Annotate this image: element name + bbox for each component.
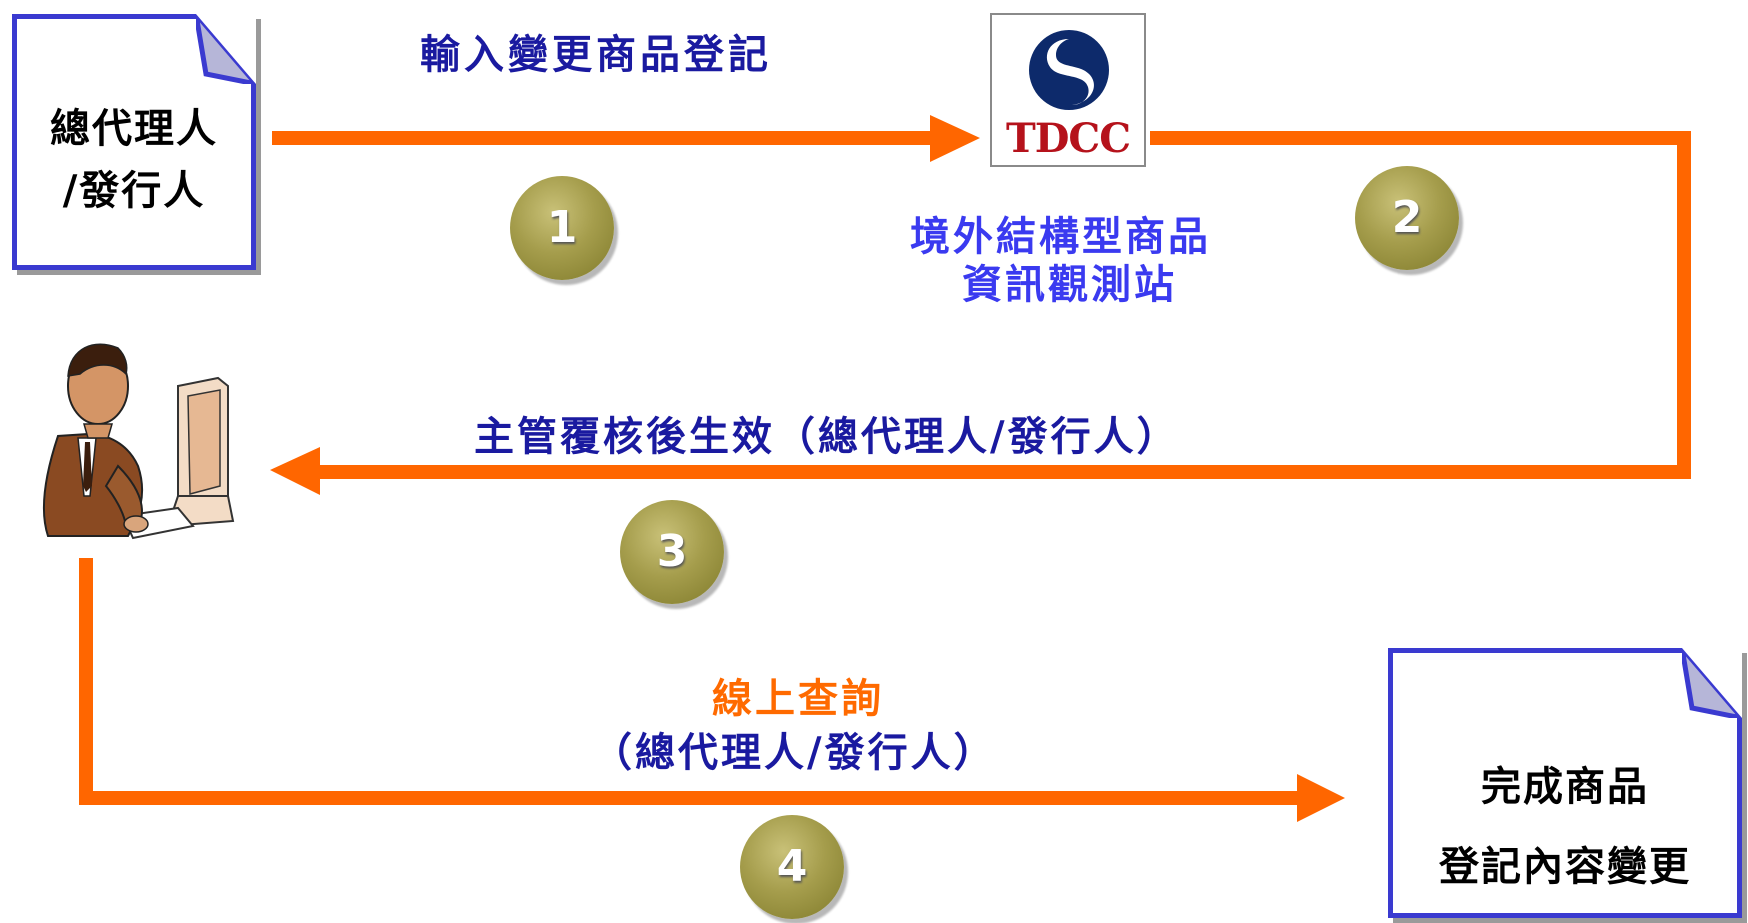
step-1-circle: 1: [510, 176, 614, 280]
arrow-4-shaft: [79, 791, 1309, 805]
page-fold-icon: [1682, 648, 1742, 718]
tdcc-logo-text: TDCC: [1005, 115, 1131, 162]
step-3-circle: 3: [620, 500, 724, 604]
arrow-3-shaft: [310, 465, 1691, 479]
step-2-circle: 2: [1355, 166, 1459, 270]
arrow-4-head: [1297, 774, 1345, 822]
source-box-line2: /發行人: [62, 167, 206, 214]
arrow-1-shaft: [272, 131, 942, 145]
result-box-line2: 登記內容變更: [1439, 843, 1691, 890]
arrow-4-left: [79, 558, 93, 805]
source-box-line1: 總代理人: [50, 105, 218, 152]
arrow-1-head: [930, 115, 980, 162]
arrow-3-head: [270, 447, 320, 495]
result-document-box: 完成商品 登記內容變更: [1388, 648, 1742, 918]
tdcc-swirl-icon: [1029, 30, 1109, 110]
result-box-line1: 完成商品: [1481, 763, 1649, 810]
label-query-who: （總代理人/發行人）: [592, 729, 997, 776]
person-at-computer-icon: [42, 343, 235, 540]
label-input-registration: 輸入變更商品登記: [420, 31, 772, 78]
tdcc-logo: TDCC: [990, 13, 1146, 167]
label-site-line1: 境外結構型商品: [910, 213, 1211, 260]
label-online-query: 線上查詢: [712, 675, 884, 722]
page-fold-icon: [196, 14, 256, 84]
label-site-line2: 資訊觀測站: [962, 261, 1177, 308]
arrow-2-top: [1150, 131, 1690, 145]
arrow-2-right: [1677, 131, 1691, 479]
source-document-box: 總代理人 /發行人: [12, 14, 256, 270]
label-review-effective: 主管覆核後生效（總代理人/發行人）: [474, 413, 1180, 460]
step-4-circle: 4: [740, 815, 844, 919]
